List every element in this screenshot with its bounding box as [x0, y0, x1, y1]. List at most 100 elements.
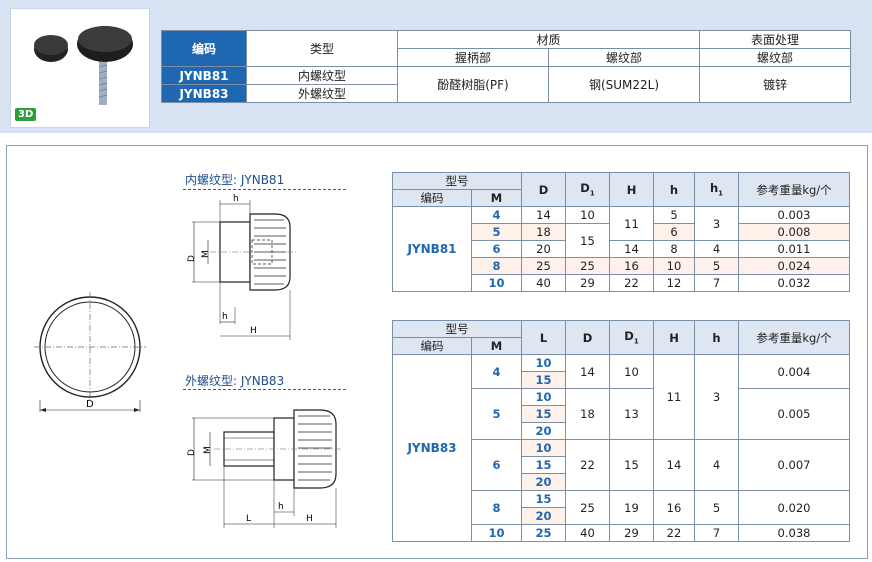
table-row: 5 10 18 13 0.005	[393, 388, 850, 440]
spec-code-83[interactable]: JYNB83	[161, 84, 247, 103]
table-row: 15	[393, 405, 850, 423]
t81-cell: 25	[521, 257, 566, 275]
label-h-81: h	[233, 194, 239, 204]
t83-cell: 0.004	[738, 354, 850, 389]
t83-h-code: 编码	[392, 337, 472, 355]
t83-cell: 6	[471, 439, 522, 491]
spec-col-surface: 表面处理	[699, 30, 852, 49]
t81-cell: 15	[565, 223, 610, 258]
t83-cell: 20	[521, 422, 566, 440]
t81-h-M: M	[471, 189, 522, 207]
t83-cell: 22	[565, 439, 610, 491]
t81-cell: 5	[653, 206, 695, 224]
front-view-drawing: D	[34, 292, 146, 412]
spec-col-type: 类型	[246, 30, 398, 67]
t83-cell: 14	[653, 439, 695, 491]
spec-sub-surface-thread: 螺纹部	[699, 48, 852, 67]
spec-thread-material: 钢(SUM22L)	[547, 66, 701, 103]
t83-cell: 29	[609, 524, 654, 542]
t81-model[interactable]: JYNB81	[392, 206, 472, 292]
t83-cell: 15	[609, 439, 654, 491]
t81-cell: 8	[471, 257, 522, 275]
table-row: 6 20 14 8 4 0.011	[393, 240, 850, 258]
spec-sub-thread: 螺纹部	[547, 48, 701, 67]
t83-cell: 10	[471, 524, 522, 542]
t81-h-D1: D1	[565, 172, 610, 207]
t81-h-D: D	[521, 172, 566, 207]
label-D1-81: D	[187, 255, 197, 262]
t83-cell: 5	[694, 490, 739, 525]
spec-type-83: 外螺纹型	[246, 84, 398, 103]
t81-cell: 0.032	[738, 274, 850, 292]
t83-cell: 7	[694, 524, 739, 542]
t83-cell: 11	[653, 354, 695, 440]
t83-cell: 15	[521, 490, 566, 508]
t81-cell: 0.008	[738, 223, 850, 241]
3d-badge[interactable]: 3D	[15, 108, 37, 121]
t83-cell: 0.005	[738, 388, 850, 440]
t83-cell: 0.038	[738, 524, 850, 542]
t83-h-weight: 参考重量kg/个	[738, 320, 850, 355]
t81-cell: 12	[653, 274, 695, 292]
table-row: 20	[393, 422, 850, 440]
t83-cell: 13	[609, 388, 654, 440]
t81-cell: 18	[521, 223, 566, 241]
t83-cell: 10	[521, 388, 566, 406]
t83-h-L: L	[521, 320, 566, 355]
t81-cell: 0.003	[738, 206, 850, 224]
t81-cell: 5	[471, 223, 522, 241]
t81-cell: 16	[609, 257, 654, 275]
table-row: JYNB83 4 10 14 10 11 3 0.004	[392, 354, 850, 542]
table-row: 10 25 40 29 22 7 0.038	[393, 524, 850, 542]
caption-jynb81: 内螺纹型: JYNB81	[185, 173, 285, 187]
t83-cell: 14	[565, 354, 610, 389]
caption-underline-81	[183, 189, 346, 190]
t83-cell: 40	[565, 524, 610, 542]
label-H-83: H	[306, 514, 313, 524]
t81-cell: 20	[521, 240, 566, 258]
product-photo: 3D	[10, 8, 150, 128]
t81-cell: 14	[521, 206, 566, 224]
t81-cell: 0.011	[738, 240, 850, 258]
spec-table: 编码 类型 材质 表面处理 握柄部 螺纹部 螺纹部 JYNB81 内螺纹型 酚醛…	[161, 30, 852, 103]
spec-code-81[interactable]: JYNB81	[161, 66, 247, 85]
t81-cell: 4	[694, 240, 739, 258]
spec-type-81: 内螺纹型	[246, 66, 398, 85]
t83-model[interactable]: JYNB83	[392, 354, 472, 542]
table-row: 8 25 25 16 10 5 0.024	[393, 257, 850, 275]
label-M-81: M	[201, 250, 211, 258]
t81-cell: 14	[609, 240, 654, 258]
label-H-81: H	[250, 326, 257, 336]
knob-photo-icon	[34, 26, 133, 105]
table-row: 6 10 22 15 14 4 0.007	[393, 439, 850, 491]
side-view-83-drawing: D M L h H	[187, 409, 342, 528]
t83-cell: 5	[471, 388, 522, 440]
t83-cell: 25	[521, 524, 566, 542]
t83-cell: 15	[521, 405, 566, 423]
t81-cell: 29	[565, 274, 610, 292]
t81-cell: 10	[653, 257, 695, 275]
t81-h-weight: 参考重量kg/个	[738, 172, 850, 207]
t83-cell: 15	[521, 371, 566, 389]
t83-cell: 4	[694, 439, 739, 491]
t83-h-M: M	[471, 337, 522, 355]
t83-cell: 0.020	[738, 490, 850, 525]
table-jynb81: 型号 D D1 H h h1 参考重量kg/个 编码 M JYNB81 4 14…	[392, 172, 850, 292]
spec-surface: 镀锌	[699, 66, 852, 103]
t81-cell: 3	[694, 206, 739, 241]
t83-cell: 16	[653, 490, 695, 525]
t81-cell: 6	[471, 240, 522, 258]
label-L-83: L	[246, 514, 251, 524]
t81-cell: 10	[565, 206, 610, 224]
t81-h-h1: h1	[694, 172, 739, 207]
t81-cell: 25	[565, 257, 610, 275]
t83-h-H: H	[653, 320, 695, 355]
t83-cell: 20	[521, 507, 566, 525]
spec-grip-material: 酚醛树脂(PF)	[397, 66, 549, 103]
label-M-83: M	[203, 446, 213, 454]
label-h1-83: h	[278, 502, 284, 512]
t81-h-h: h	[653, 172, 695, 207]
t83-cell: 20	[521, 473, 566, 491]
t81-cell: 6	[653, 223, 695, 241]
t81-cell: 7	[694, 274, 739, 292]
